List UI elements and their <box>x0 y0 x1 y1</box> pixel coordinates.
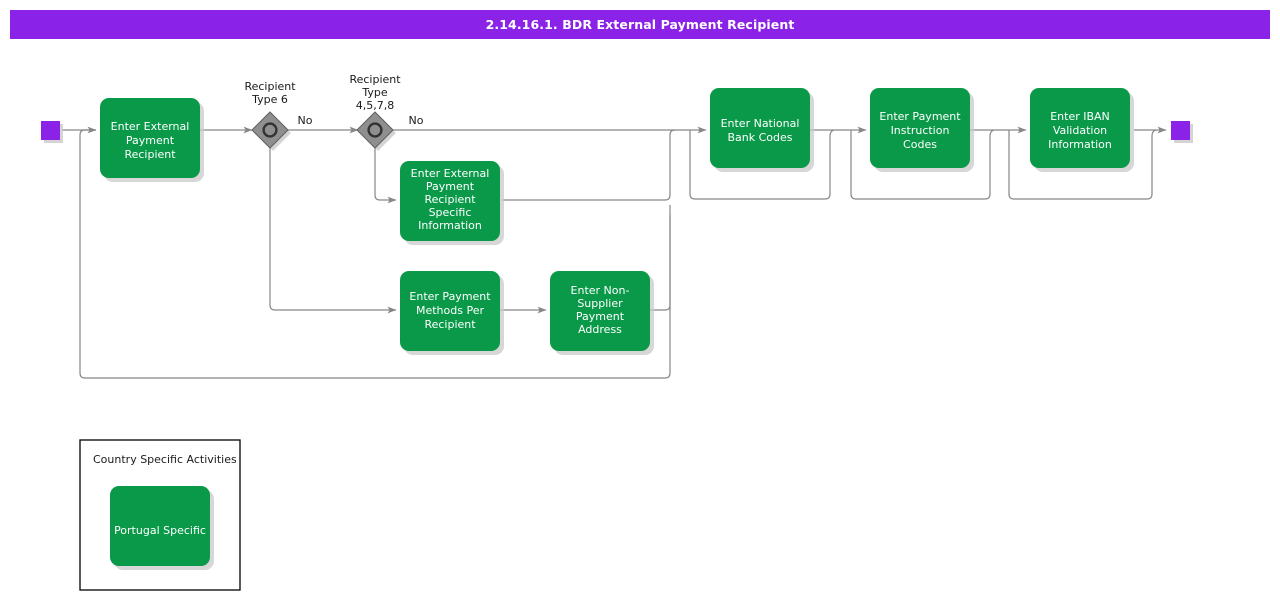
edge-bypass-iban-validation-information <box>1008 129 1157 200</box>
country-specific-activities-group: Country Specific Activities Portugal Spe… <box>79 439 241 591</box>
edge-return-loop-to-enter-external-payment-recipient <box>79 129 671 379</box>
edge-bypass-payment-instruction-codes <box>850 129 995 200</box>
task-enter-external-payment-recipient-specific-information[interactable]: Enter External Payment Recipient Specifi… <box>400 161 504 245</box>
edge-layer <box>62 126 1167 379</box>
page-title-banner: 2.14.16.1. BDR External Payment Recipien… <box>10 10 1270 39</box>
end-event[interactable] <box>1171 121 1193 143</box>
edge-gateway1-to-enter-payment-methods-per-recipient <box>269 148 397 314</box>
edge-label-no-gateway1: No <box>298 114 313 127</box>
gateway-label-line: Type 6 <box>251 93 288 106</box>
gateway-label-line: Recipient <box>349 73 401 86</box>
task-enter-external-payment-recipient[interactable]: Enter External Payment Recipient <box>100 98 204 182</box>
task-label-line: Information <box>1048 138 1112 151</box>
gateway-label-line: Type <box>361 86 387 99</box>
task-enter-national-bank-codes[interactable]: Enter National Bank Codes <box>710 88 814 172</box>
task-label-line: Codes <box>903 138 937 151</box>
task-label-line: Enter IBAN <box>1050 110 1110 123</box>
task-portugal-specific[interactable]: Portugal Specific <box>110 486 214 570</box>
task-label-line: Payment <box>576 310 625 323</box>
task-label-line: Validation <box>1053 124 1107 137</box>
group-title: Country Specific Activities <box>93 453 237 466</box>
edge-bypass-national-bank-codes <box>689 129 835 200</box>
task-label-line: Recipient <box>424 193 476 206</box>
gateway-recipient-type-6[interactable] <box>251 111 291 151</box>
task-label-line: Enter External <box>111 120 190 133</box>
gateway-label-line: Recipient <box>244 80 296 93</box>
task-label-line: Enter National <box>721 117 800 130</box>
task-enter-payment-instruction-codes[interactable]: Enter Payment Instruction Codes <box>870 88 974 172</box>
task-enter-iban-validation-information[interactable]: Enter IBAN Validation Information <box>1030 88 1134 172</box>
edge-gateway2-to-enter-external-payment-recipient-specific-information <box>374 148 397 204</box>
task-enter-payment-methods-per-recipient[interactable]: Enter Payment Methods Per Recipient <box>400 271 504 355</box>
task-label-line: Enter External <box>411 167 490 180</box>
page-title: 2.14.16.1. BDR External Payment Recipien… <box>485 17 795 32</box>
task-label-line: Enter Non- <box>571 284 630 297</box>
task-label-line: Bank Codes <box>727 131 792 144</box>
start-event[interactable] <box>41 121 63 143</box>
task-label-line: Methods Per <box>416 304 484 317</box>
task-label-line: Enter Payment <box>879 110 961 123</box>
task-label-line: Payment <box>126 134 175 147</box>
task-label-line: Information <box>418 219 482 232</box>
task-label-line: Address <box>578 323 622 336</box>
edge-label-no-gateway2: No <box>409 114 424 127</box>
task-enter-non-supplier-payment-address[interactable]: Enter Non- Supplier Payment Address <box>550 271 654 355</box>
task-label-line: Portugal Specific <box>114 524 206 537</box>
task-label-line: Recipient <box>424 318 476 331</box>
gateway-label-line: 4,5,7,8 <box>356 99 394 112</box>
gateway-recipient-type-4578[interactable] <box>356 111 396 151</box>
task-label-line: Enter Payment <box>409 290 491 303</box>
task-label-line: Instruction <box>891 124 950 137</box>
edge-specific-information-to-merge <box>502 129 676 201</box>
task-label-line: Specific <box>429 206 472 219</box>
task-label-line: Payment <box>426 180 475 193</box>
task-label-line: Recipient <box>124 148 176 161</box>
task-label-line: Supplier <box>577 297 623 310</box>
